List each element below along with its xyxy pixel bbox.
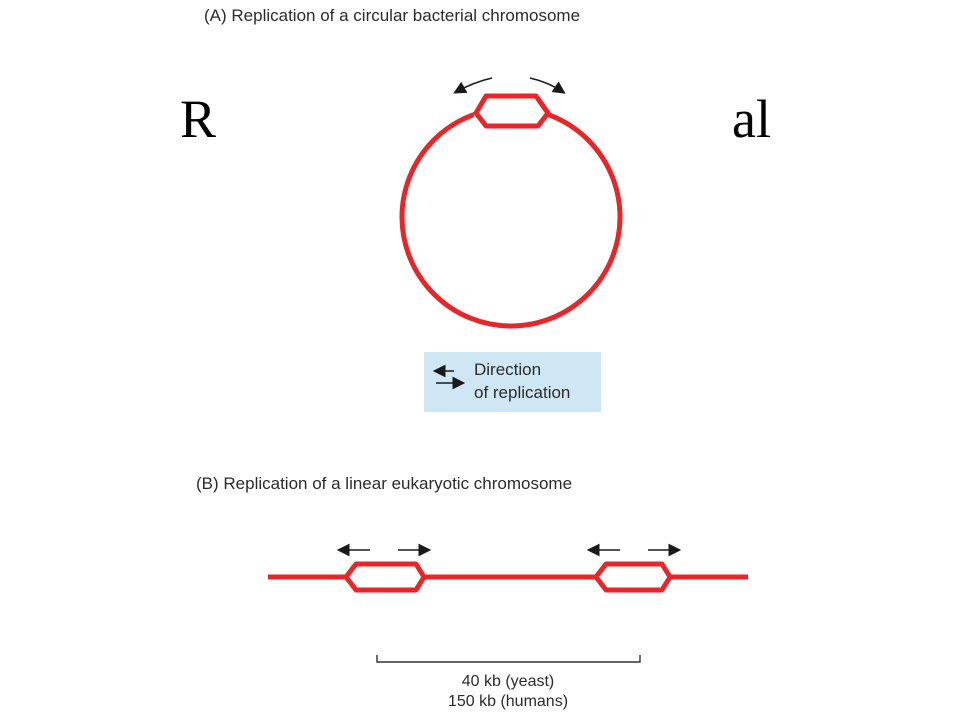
panel-a-title: (A) Replication of a circular bacterial … [204, 6, 581, 25]
panel-b-title: (B) Replication of a linear eukaryotic c… [196, 474, 573, 493]
scale-label-humans: 150 kb (humans) [447, 693, 569, 710]
circle-arrow-right [529, 77, 566, 94]
slide-title-left: R [180, 89, 217, 149]
slide-title-right: al [732, 89, 771, 149]
slide-title: R al [0, 88, 960, 168]
legend-line-2: of replication [474, 383, 571, 402]
scale-label: 40 kb (yeast) 150 kb (humans) [376, 672, 640, 712]
scale-label-yeast: 40 kb (yeast) [461, 673, 555, 690]
linear-replication-bubble-2 [593, 561, 673, 593]
circular-chromosome [399, 105, 623, 329]
circular-replication-bubble [473, 93, 551, 129]
scale-bar [376, 655, 641, 663]
linear-replication-bubble-1 [343, 561, 427, 593]
legend-arrows-icon [432, 364, 466, 390]
legend-box: Direction of replication [424, 352, 601, 412]
legend-text: Direction of replication [474, 358, 570, 404]
circle-arrow-left [453, 77, 493, 94]
legend-line-1: Direction [474, 360, 542, 379]
